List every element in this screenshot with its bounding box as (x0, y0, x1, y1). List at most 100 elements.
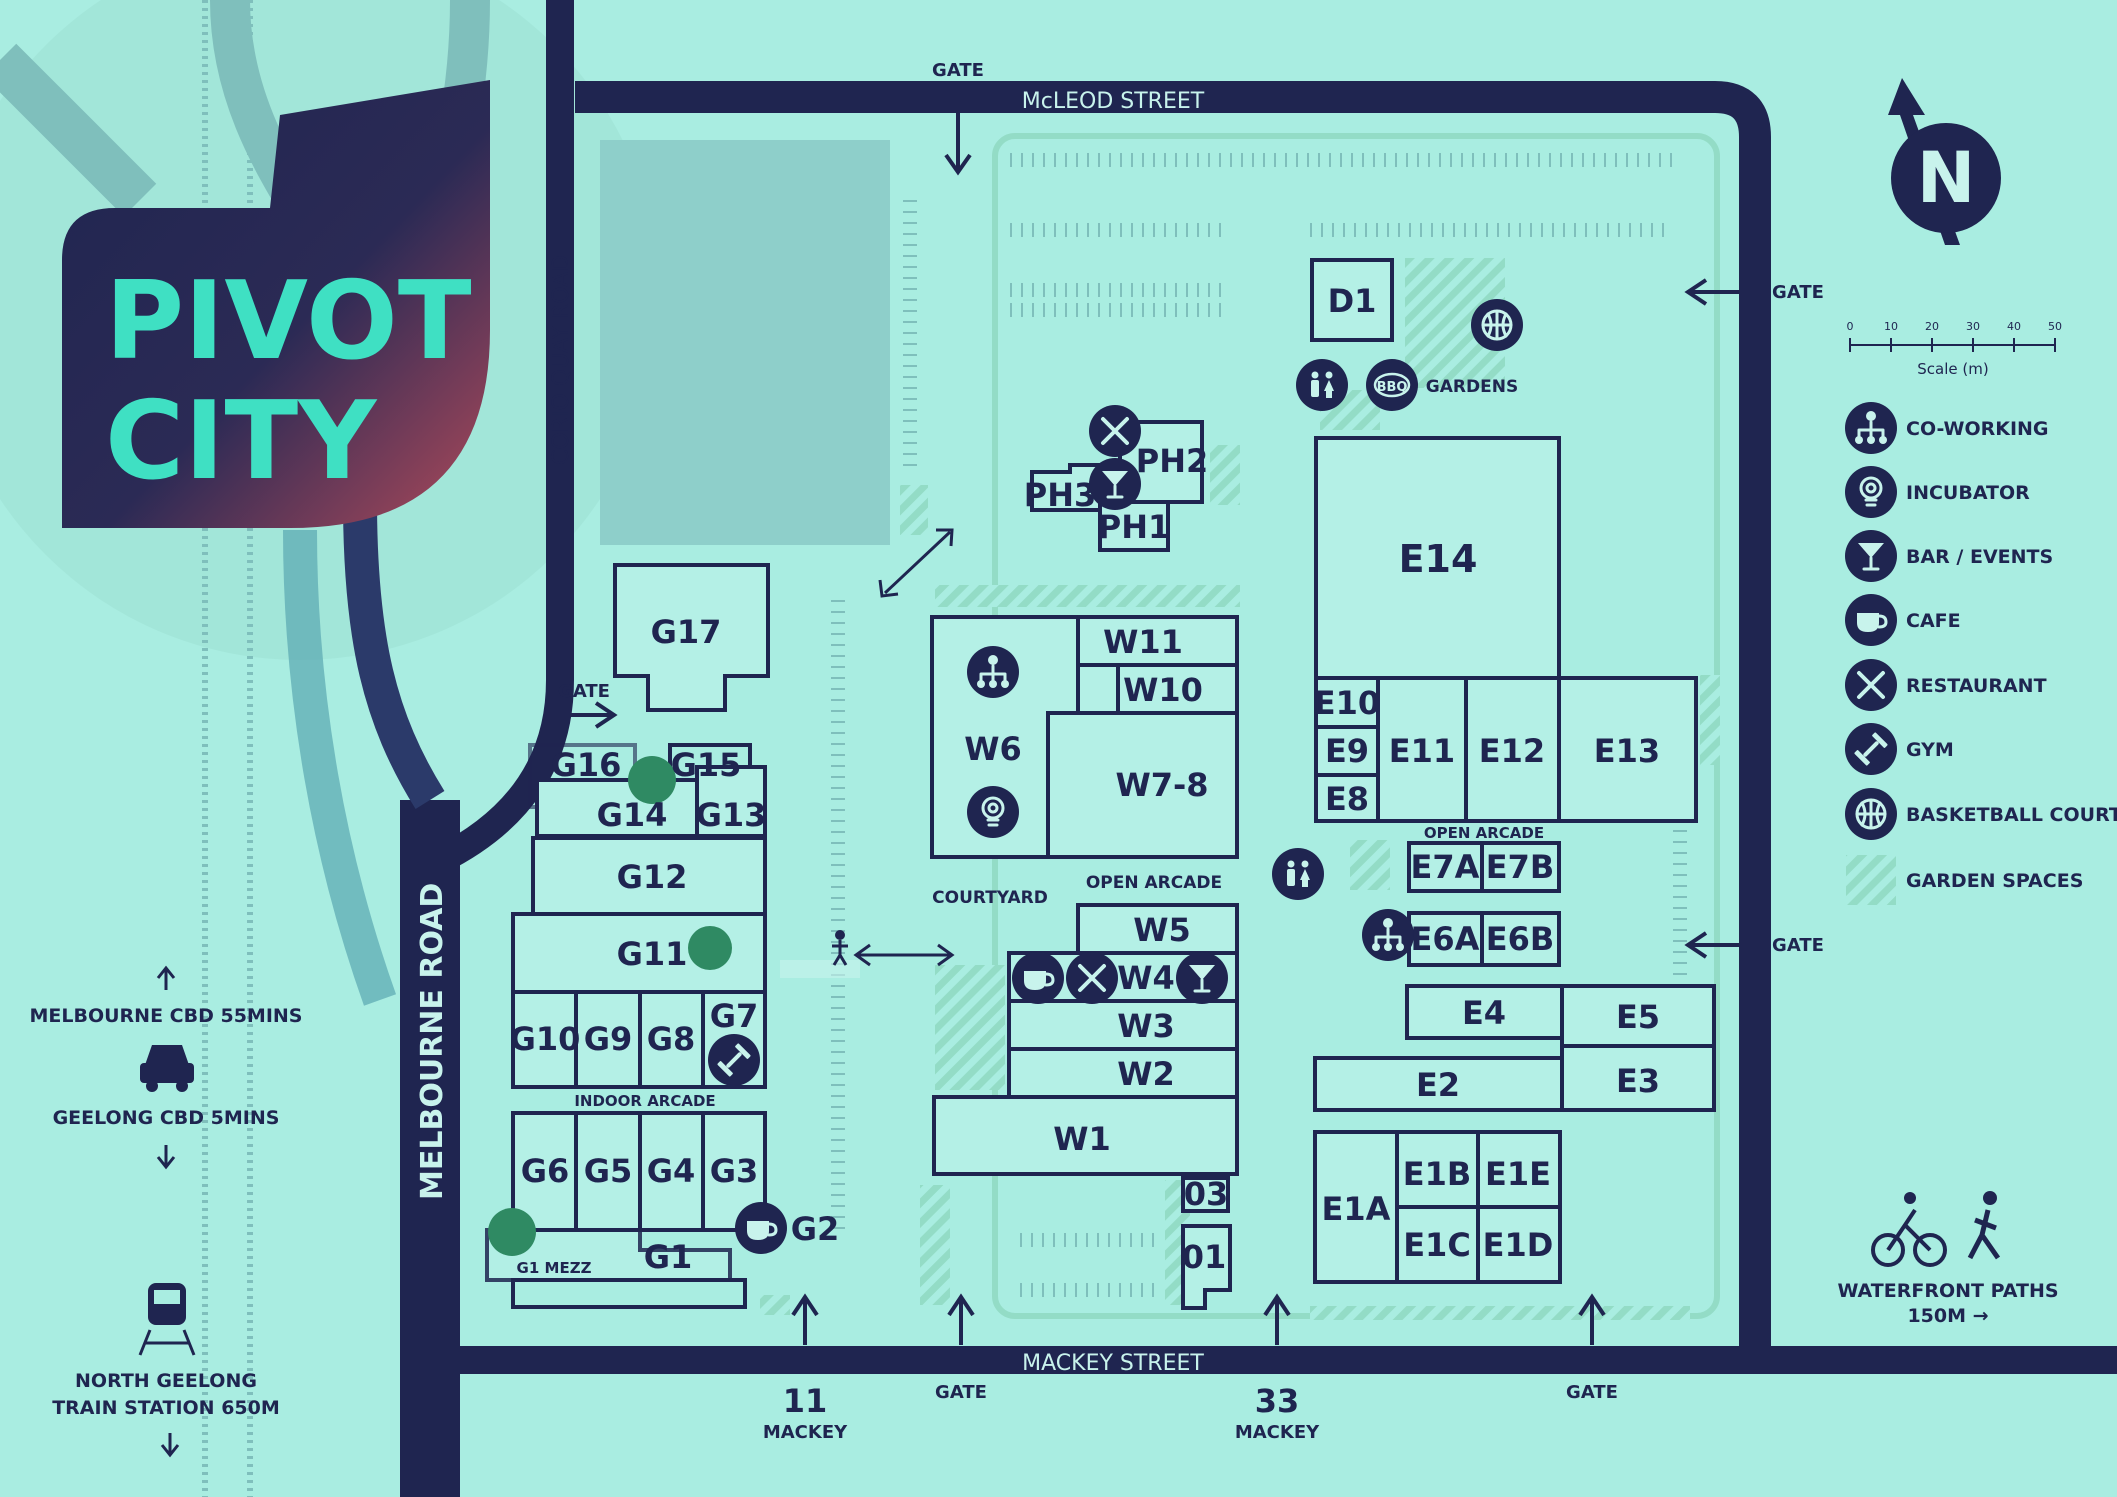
car-icon (140, 1045, 194, 1092)
legend-incubator: INCUBATOR (1906, 482, 2030, 504)
building-E7B: E7B (1486, 848, 1555, 886)
building-E14: E14 (1399, 537, 1478, 581)
cafe-icon (1843, 592, 1899, 648)
building-E4: E4 (1462, 994, 1506, 1032)
building-E1E: E1E (1485, 1155, 1551, 1193)
gym-icon (1843, 721, 1899, 777)
building-E6A: E6A (1411, 920, 1480, 958)
compass-north-label: N (1917, 137, 1976, 219)
building-E8: E8 (1325, 780, 1369, 818)
building-E1C: E1C (1403, 1226, 1471, 1264)
arrow-down-icon (160, 1433, 180, 1458)
scale-tick-label: 40 (2007, 320, 2021, 333)
mackey-street-label: MACKEY STREET (1022, 1351, 1204, 1376)
building-W10: W10 (1123, 671, 1203, 709)
arrow-up-icon (156, 965, 176, 990)
bar-events-icon (1087, 456, 1143, 512)
toilet-icon (1296, 359, 1348, 411)
building-G13: G13 (696, 796, 767, 834)
gate-east-2-label: GATE (1772, 935, 1824, 956)
scale-tick-label: 50 (2048, 320, 2062, 333)
cafe-icon (733, 1200, 789, 1256)
building-G15: G15 (671, 746, 742, 784)
walker-icon (1967, 1191, 2001, 1260)
map-icons: BBQ (706, 297, 1525, 1256)
incubator-icon (1843, 464, 1899, 520)
legend-basketball-court: BASKETBALL COURT (1906, 804, 2117, 826)
cafe-icon (1010, 950, 1066, 1006)
building-E3: E3 (1616, 1062, 1660, 1100)
building-E7A: E7A (1411, 848, 1480, 886)
pivot-city-logo: PIVOT CITY (62, 80, 490, 528)
address-33-street: MACKEY (1235, 1422, 1320, 1443)
restaurant-icon (1843, 657, 1899, 713)
mcleod-street-label: McLEOD STREET (1022, 89, 1205, 114)
building-G6: G6 (521, 1152, 570, 1190)
legend-bar-events: BAR / EVENTS (1906, 546, 2053, 568)
train-station-line1: NORTH GEELONG (75, 1370, 257, 1392)
garden-spaces-swatch (1846, 855, 1896, 905)
building-E1B: E1B (1403, 1155, 1472, 1193)
toilet-icon (1272, 848, 1324, 900)
building-G4: G4 (647, 1152, 696, 1190)
bar-events-icon (1843, 528, 1899, 584)
bar-events-icon (1174, 950, 1230, 1006)
scale-tick-label: 0 (1847, 320, 1854, 333)
roads (343, 0, 2117, 1497)
scale-tick-label: 30 (1966, 320, 1980, 333)
co-working-icon (1360, 907, 1416, 963)
gym-icon (706, 1032, 762, 1088)
waterfront-line2: 150M → (1907, 1305, 1988, 1327)
building-G14: G14 (597, 796, 668, 834)
building-G17: G17 (651, 613, 722, 651)
compass: N (1888, 78, 2001, 245)
building-G5: G5 (584, 1152, 633, 1190)
building-E5: E5 (1616, 998, 1660, 1036)
melbourne-road-label: MELBOURNE ROAD (415, 883, 450, 1200)
building-G11: G11 (617, 935, 688, 973)
building-W7-8: W7-8 (1115, 766, 1208, 804)
corio-quay-road-label: CORIO QUAY ROAD (549, 255, 574, 465)
travel-info: MELBOURNE CBD 55MINS GEELONG CBD 5MINS N… (30, 965, 303, 1458)
building-PH2: PH2 (1136, 442, 1209, 480)
legend-restaurant: RESTAURANT (1906, 675, 2047, 697)
logo-line2: CITY (105, 379, 378, 504)
building-W6: W6 (964, 730, 1022, 768)
courtyard-label: COURTYARD (932, 888, 1048, 908)
legend-cafe: CAFE (1906, 610, 1961, 632)
gate-north-label: GATE (932, 60, 984, 81)
building-01: 01 (1182, 1238, 1227, 1276)
buildings (485, 258, 1716, 1310)
bbq-label: BBQ (1377, 380, 1408, 395)
addresses: 11 MACKEY 33 MACKEY (763, 1382, 1320, 1443)
basketball-court-icon (1469, 297, 1525, 353)
scale-label: Scale (m) (1917, 360, 1988, 378)
address-11-number: 11 (783, 1382, 828, 1420)
building-PH1: PH1 (1098, 508, 1171, 546)
building-W2: W2 (1117, 1055, 1175, 1093)
building-W3: W3 (1117, 1007, 1175, 1045)
building-03: 03 (1184, 1175, 1229, 1213)
legend-co-working: CO-WORKING (1906, 418, 2049, 440)
building-E10: E10 (1314, 684, 1380, 722)
legend: CO-WORKING INCUBATOR BAR / EVENTS CAFE R… (1843, 400, 2117, 905)
building-E2: E2 (1416, 1066, 1460, 1104)
building-G12: G12 (617, 858, 688, 896)
building-E1A: E1A (1322, 1190, 1391, 1228)
building-E9: E9 (1325, 732, 1369, 770)
scale-tick-label: 10 (1884, 320, 1898, 333)
restaurant-icon (1064, 950, 1120, 1006)
train-icon (138, 1283, 196, 1356)
area-labels: GARDENS COURTYARD OPEN ARCADE OPEN ARCAD… (517, 377, 1545, 1277)
open-arcade-e-label: OPEN ARCADE (1424, 824, 1544, 842)
building-W4: W4 (1117, 959, 1175, 997)
building-D1: D1 (1328, 282, 1377, 320)
open-arcade-w-label: OPEN ARCADE (1086, 873, 1222, 893)
building-G9: G9 (584, 1020, 633, 1058)
g1-mezz-label: G1 MEZZ (517, 1259, 592, 1277)
gate-south-1-label: GATE (935, 1382, 987, 1403)
indoor-arcade-label: INDOOR ARCADE (574, 1092, 715, 1110)
building-labels: G17 G16 G15 G14 G13 G12 G11 G10 G9 G8 G7… (510, 282, 1661, 1276)
